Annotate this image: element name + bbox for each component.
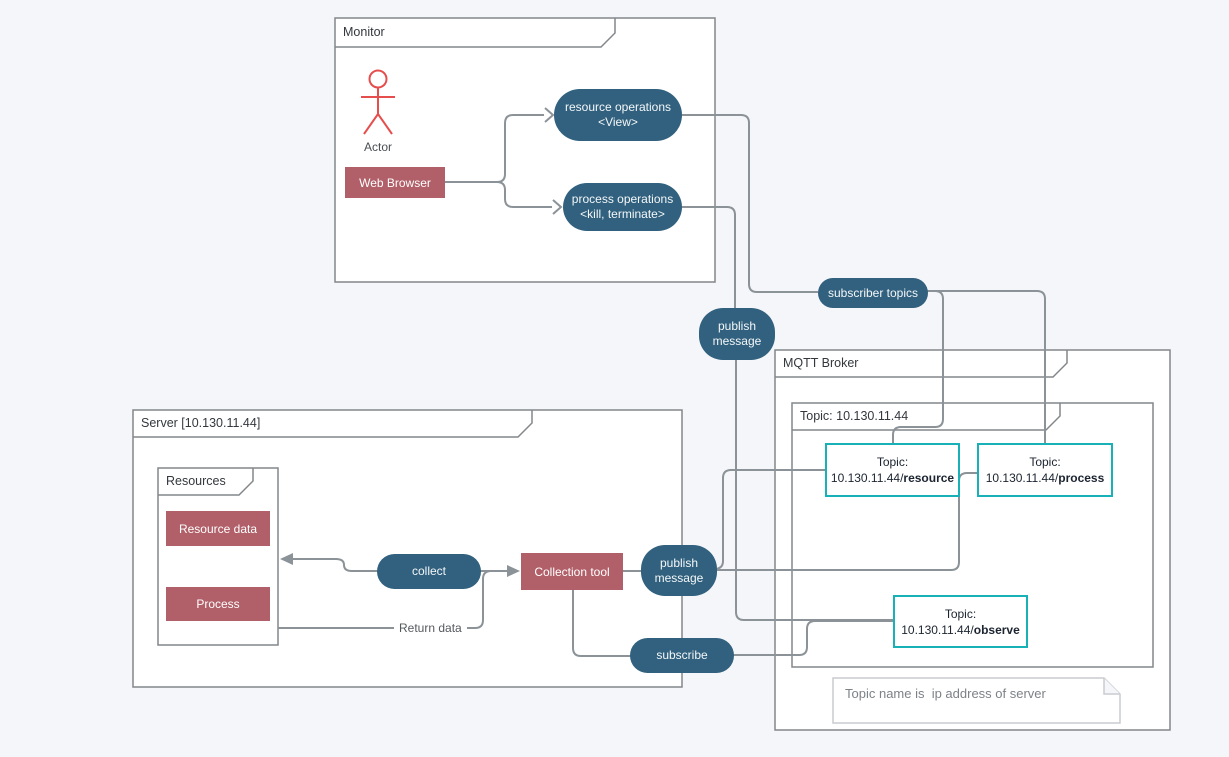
edge-publish-lower-to-topic-process xyxy=(714,472,977,571)
monitor-frame[interactable] xyxy=(334,17,716,283)
topic-observe-node[interactable]: Topic: 10.130.11.44/observe xyxy=(893,595,1028,648)
broker-title-divider xyxy=(775,350,1068,378)
process-node[interactable]: Process xyxy=(166,587,270,621)
collection-tool-node[interactable]: Collection tool xyxy=(521,553,623,590)
resource-operations-node[interactable]: resource operations <View> xyxy=(554,89,682,141)
broker-frame-title: MQTT Broker xyxy=(783,356,859,370)
resources-title-divider xyxy=(158,468,254,496)
subscriber-topics-label: subscriber topics xyxy=(827,285,919,300)
arrowhead-into-resource-ops xyxy=(544,107,555,123)
edge-resource-ops-to-subscriber-topics xyxy=(682,114,818,293)
topic-process-node[interactable]: Topic: 10.130.11.44/process xyxy=(977,443,1113,497)
resources-frame-title: Resources xyxy=(166,474,226,488)
edge-collect-to-resources xyxy=(293,558,378,572)
subscribe-label: subscribe xyxy=(656,648,708,662)
edge-publish-top-to-observe xyxy=(735,359,893,621)
collection-tool-label: Collection tool xyxy=(534,564,610,579)
collect-node[interactable]: collect xyxy=(377,554,481,589)
process-operations-line1: process operations xyxy=(571,192,674,206)
topic-observe-title: Topic: xyxy=(944,606,977,621)
subscribe-node[interactable]: subscribe xyxy=(630,638,734,673)
publish-message-top-line2: message xyxy=(712,334,762,348)
collect-label: collect xyxy=(411,564,446,578)
edge-subscriber-topics-to-topic-resource xyxy=(892,290,944,443)
resource-data-label: Resource data xyxy=(178,521,258,536)
resource-operations-line2: <View> xyxy=(598,115,638,129)
edge-return-data xyxy=(278,570,505,629)
arrowhead-into-collection-tool xyxy=(507,565,520,577)
monitor-frame-title: Monitor xyxy=(343,25,385,39)
actor-icon[interactable] xyxy=(361,69,395,135)
topic-process-title: Topic: xyxy=(1029,455,1061,469)
edge-subscriber-topics-to-topic-process xyxy=(927,290,1046,443)
process-operations-node[interactable]: process operations <kill, terminate> xyxy=(563,183,682,231)
web-browser-label: Web Browser xyxy=(359,175,431,190)
topic-resource-node[interactable]: Topic: 10.130.11.44/resource xyxy=(825,443,960,497)
process-operations-line2: <kill, terminate> xyxy=(580,207,665,221)
edge-publish-lower-to-topic-resource xyxy=(713,469,825,570)
monitor-title-divider xyxy=(335,18,616,48)
resource-data-node[interactable]: Resource data xyxy=(166,511,270,546)
edge-subscribe-to-observe xyxy=(733,620,893,656)
topic-resource-path: 10.130.11.44/resource xyxy=(830,471,955,485)
publish-message-lower-line1: publish xyxy=(659,555,699,570)
server-frame-title: Server [10.130.11.44] xyxy=(141,416,261,430)
edge-process-ops-to-publish-top xyxy=(682,206,736,309)
web-browser-node[interactable]: Web Browser xyxy=(345,167,445,198)
topic-group-frame-title: Topic: 10.130.11.44 xyxy=(800,409,909,423)
topic-title-divider xyxy=(792,403,1061,431)
note-shape[interactable] xyxy=(832,677,1121,724)
subscriber-topics-node[interactable]: subscriber topics xyxy=(818,278,928,308)
arrowhead-into-process-ops xyxy=(552,199,563,215)
resource-operations-line1: resource operations xyxy=(564,100,672,114)
publish-message-lower-node[interactable]: publish message xyxy=(641,545,717,596)
actor-label: Actor xyxy=(363,140,392,154)
return-data-edge-label: Return data xyxy=(394,620,467,636)
publish-message-top-line1: publish xyxy=(717,319,757,333)
topic-process-path: 10.130.11.44/process xyxy=(985,471,1105,485)
note-text: Topic name is ip address of server xyxy=(845,686,1046,701)
topic-observe-path: 10.130.11.44/observe xyxy=(901,622,1020,637)
process-label: Process xyxy=(196,597,240,611)
publish-message-lower-line2: message xyxy=(654,570,704,585)
server-title-divider xyxy=(133,410,533,438)
publish-message-top-node[interactable]: publish message xyxy=(699,308,775,360)
edge-browser-to-process-ops xyxy=(445,181,552,208)
edge-collection-tool-to-subscribe xyxy=(572,590,632,657)
topic-resource-title: Topic: xyxy=(876,455,909,469)
arrowhead-into-resources xyxy=(280,553,293,565)
